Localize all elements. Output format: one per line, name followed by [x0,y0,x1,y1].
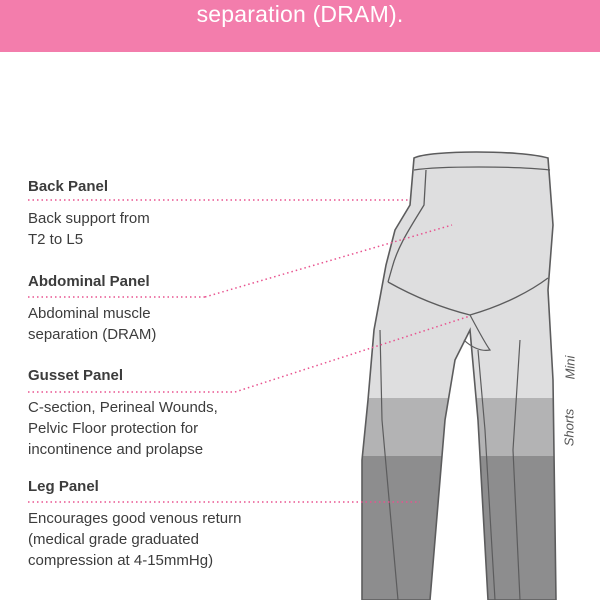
shorts-length-band [362,398,556,458]
abdominal-panel-callout: Abdominal Panel Abdominal muscle separat… [28,273,156,345]
leg-panel-description: Encourages good venous return (medical g… [28,510,242,569]
gusset-panel-leader [234,315,471,393]
leg-panel-callout: Leg Panel Encourages good venous return … [28,478,241,571]
back-panel-title: Back Panel [28,178,109,195]
abdominal-panel-description: Abdominal muscle separation (DRAM) [28,305,157,343]
back-panel-seam [387,169,427,283]
garment-outline [361,151,557,600]
mini-length-band [362,152,556,400]
mini-length-label: Mini [562,355,578,380]
gusset-panel-title: Gusset Panel [28,367,124,384]
abdominal-panel-title: Abdominal Panel [28,273,150,290]
back-panel-callout: Back Panel Back support from T2 to L5 [28,178,150,250]
outer-leg-seam-right [512,339,521,600]
title-banner: separation (DRAM). [0,0,600,52]
waistband-seam [413,166,551,171]
inner-leg-seam-right [477,349,496,600]
outer-leg-seam-left [379,329,399,600]
leader-lines [28,199,471,503]
shorts-length-label: Shorts [561,408,577,447]
gusset-seam [463,314,492,351]
banner-title: separation (DRAM). [196,1,404,27]
gusset-panel-callout: Gusset Panel C-section, Perineal Wounds,… [28,367,218,460]
garment-shape [362,152,556,600]
back-panel-description: Back support from T2 to L5 [28,210,150,248]
gusset-panel-description: C-section, Perineal Wounds, Pelvic Floor… [28,399,218,458]
full-length-band [362,456,556,600]
leg-panel-title: Leg Panel [28,478,99,495]
